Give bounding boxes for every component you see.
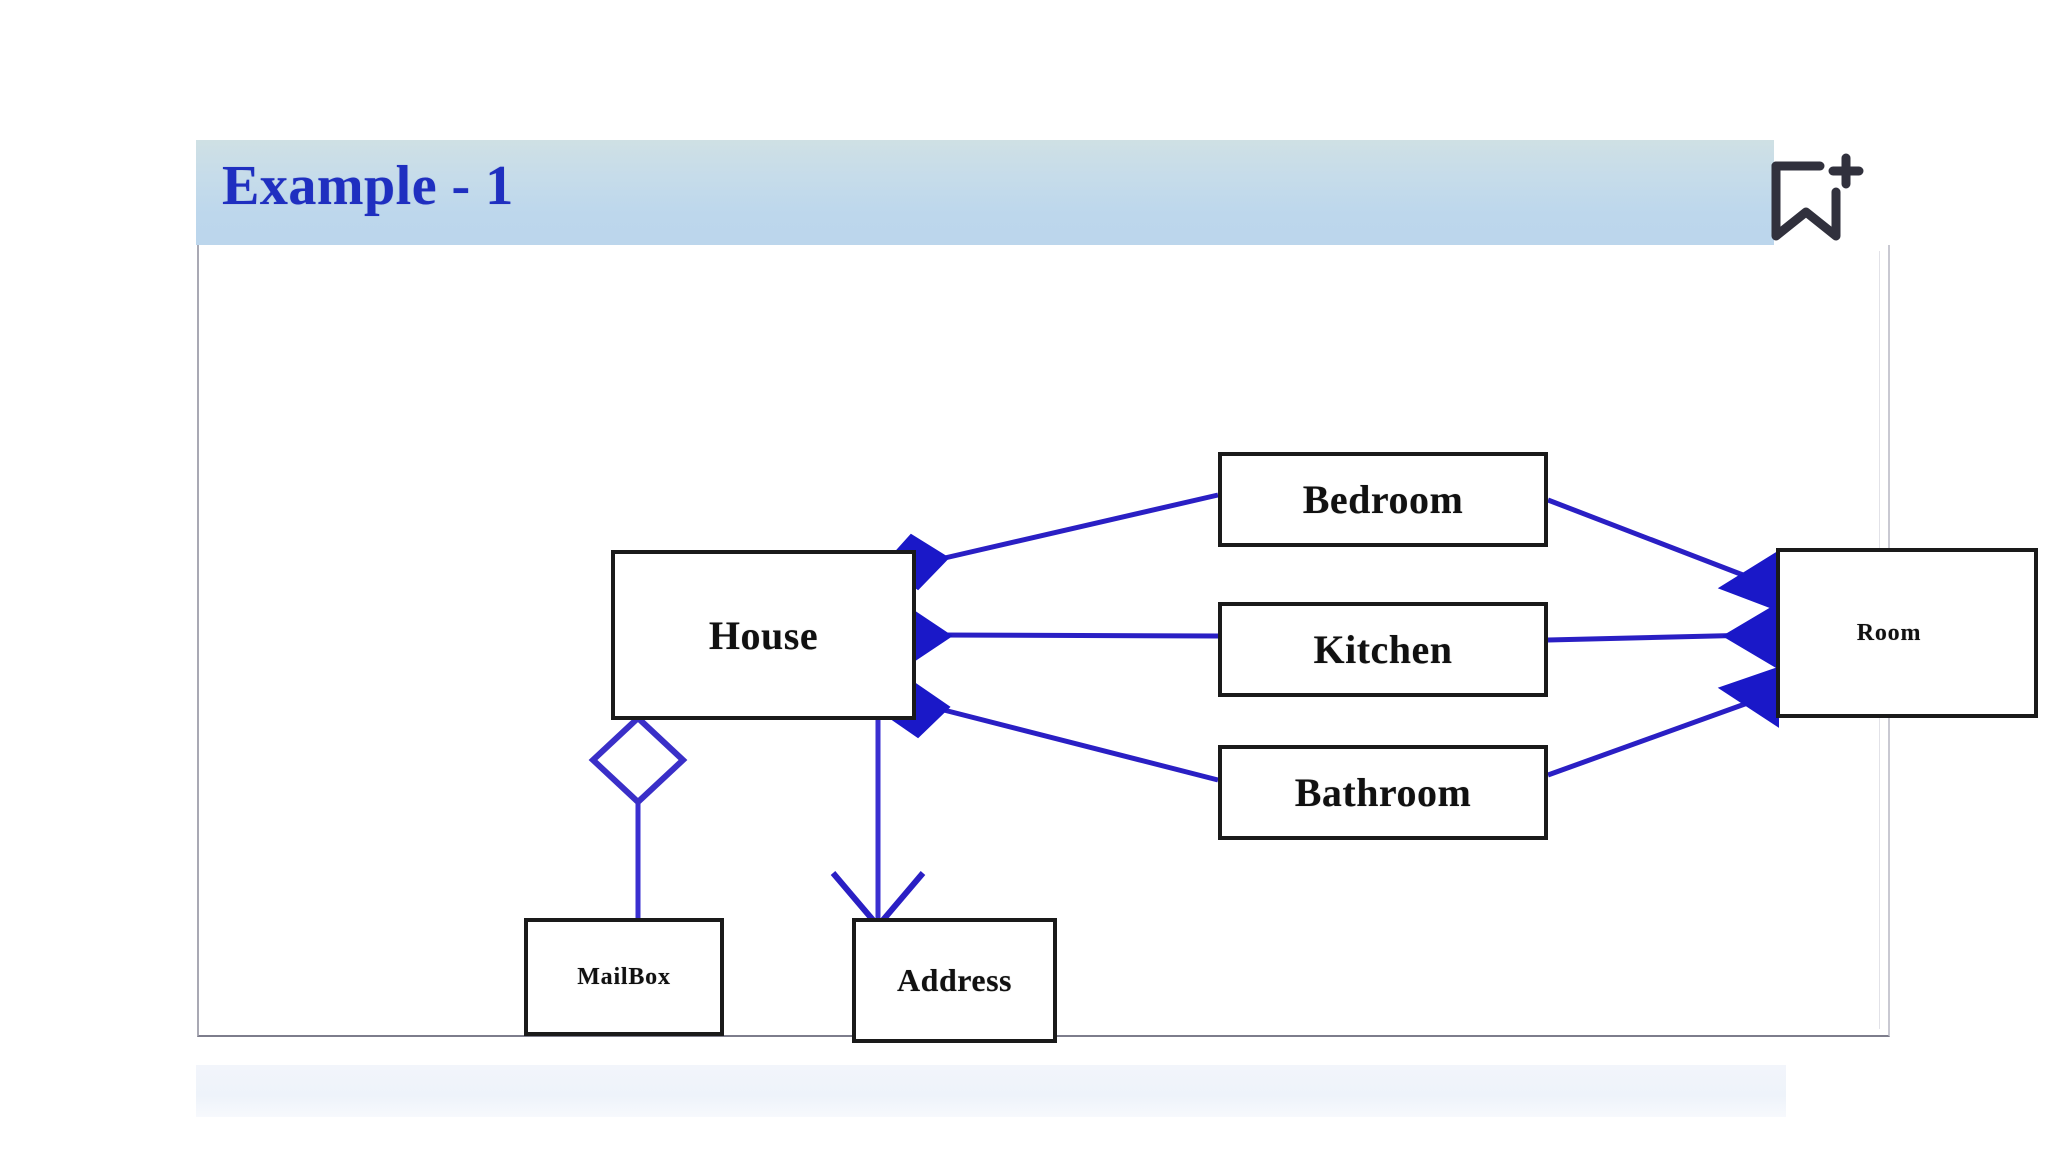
uml-class-label: Address: [897, 962, 1012, 998]
uml-class-label: Bathroom: [1294, 770, 1472, 815]
uml-class-bathroom[interactable]: Bathroom: [1218, 745, 1548, 840]
uml-class-room[interactable]: Room: [1776, 548, 2038, 718]
uml-class-kitchen[interactable]: Kitchen: [1218, 602, 1548, 697]
uml-class-house[interactable]: House: [611, 550, 916, 720]
uml-class-label: House: [708, 612, 819, 658]
bottom-accent-strip: [196, 1065, 1786, 1117]
uml-class-label: Kitchen: [1313, 627, 1453, 672]
uml-class-label: Bedroom: [1302, 477, 1464, 522]
page-title: Example - 1: [222, 155, 514, 217]
uml-class-mailbox[interactable]: MailBox: [524, 918, 724, 1036]
example-card: Example - 1: [196, 140, 2038, 1043]
uml-class-label: Room: [1856, 619, 1922, 646]
bookmark-add-icon[interactable]: [1758, 152, 1878, 248]
uml-class-address[interactable]: Address: [852, 918, 1057, 1043]
uml-class-bedroom[interactable]: Bedroom: [1218, 452, 1548, 547]
uml-class-label: MailBox: [577, 963, 671, 990]
card-header: Example - 1: [196, 140, 1774, 245]
